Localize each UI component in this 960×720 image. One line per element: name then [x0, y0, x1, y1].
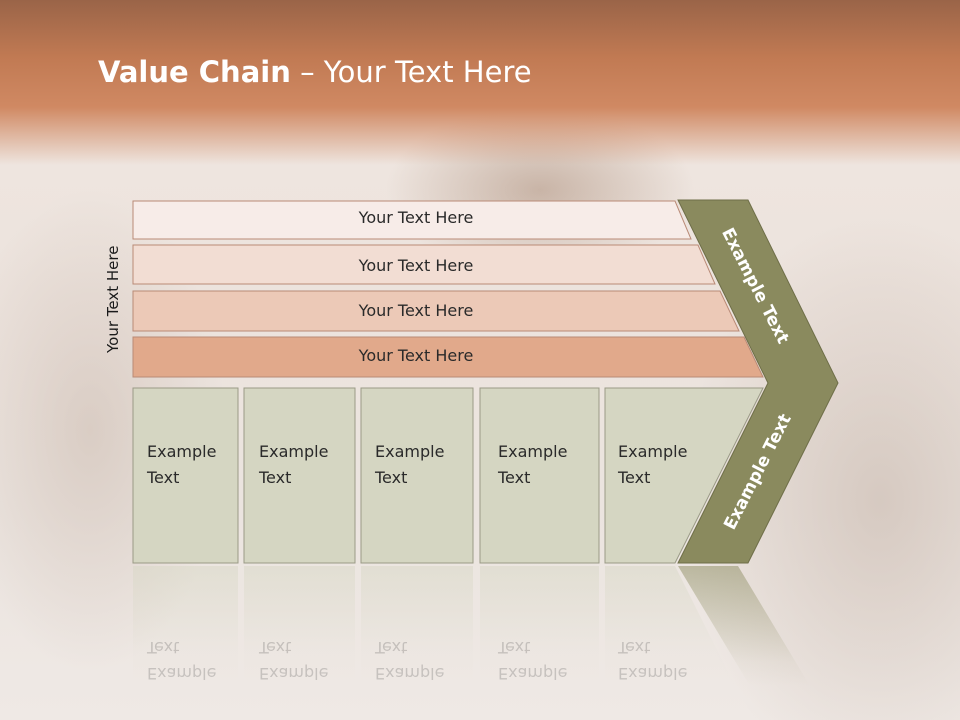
slide-title-rest: – Your Text Here — [290, 55, 532, 89]
column-reflection — [133, 566, 238, 686]
column-4-shape — [479, 387, 600, 564]
column-4-line2: Text — [498, 468, 531, 487]
column-1-reflection-line1: Example — [147, 664, 217, 683]
column-reflection — [605, 566, 735, 686]
column-1-reflection-label: Example Text — [147, 634, 237, 686]
column-1-shape — [132, 387, 239, 564]
column-reflection — [361, 566, 473, 686]
column-3-line2: Text — [375, 468, 408, 487]
bar-2-shape — [132, 244, 716, 285]
column-2-line1: Example — [259, 442, 329, 461]
column-1-line2: Text — [147, 468, 180, 487]
bar-3-shape — [132, 290, 740, 332]
slide-title-bold: Value Chain — [98, 55, 291, 89]
column-1-reflection-line2: Text — [147, 638, 180, 657]
header-band — [0, 0, 960, 165]
bar-4-shape — [132, 336, 764, 378]
column-4-reflection-line2: Text — [498, 638, 531, 657]
column-5-line1: Example — [618, 442, 688, 461]
column-5-reflection-label: Example Text — [618, 634, 708, 686]
column-2-line2: Text — [259, 468, 292, 487]
column-5-line2: Text — [618, 468, 651, 487]
slide-title: Value Chain – Your Text Here — [98, 55, 532, 95]
column-4-line1: Example — [498, 442, 568, 461]
column-2-shape — [243, 387, 356, 564]
column-4-reflection-line1: Example — [498, 664, 568, 683]
column-5-reflection-line2: Text — [618, 638, 651, 657]
column-reflection — [480, 566, 599, 686]
column-1-line1: Example — [147, 442, 217, 461]
bar-1-shape — [132, 200, 692, 240]
reflection-group — [133, 566, 810, 686]
bar-3-label: Your Text Here — [358, 301, 474, 320]
column-4-reflection-label: Example Text — [498, 634, 588, 686]
column-reflection — [244, 566, 355, 686]
column-2-reflection-line1: Example — [259, 664, 329, 683]
column-3-shape — [360, 387, 474, 564]
column-3-line1: Example — [375, 442, 445, 461]
column-2-reflection-line2: Text — [259, 638, 292, 657]
bar-4-label: Your Text Here — [358, 346, 474, 365]
column-3-reflection-line2: Text — [375, 638, 408, 657]
column-5-reflection-line1: Example — [618, 664, 688, 683]
chevron-shape — [677, 199, 839, 564]
bar-2-label: Your Text Here — [358, 256, 474, 275]
column-3-reflection-line1: Example — [375, 664, 445, 683]
column-3-reflection-label: Example Text — [375, 634, 465, 686]
chevron-reflection — [678, 566, 810, 686]
column-2-reflection-label: Example Text — [259, 634, 349, 686]
bar-1-label: Your Text Here — [358, 208, 474, 227]
column-5-shape — [604, 387, 764, 564]
